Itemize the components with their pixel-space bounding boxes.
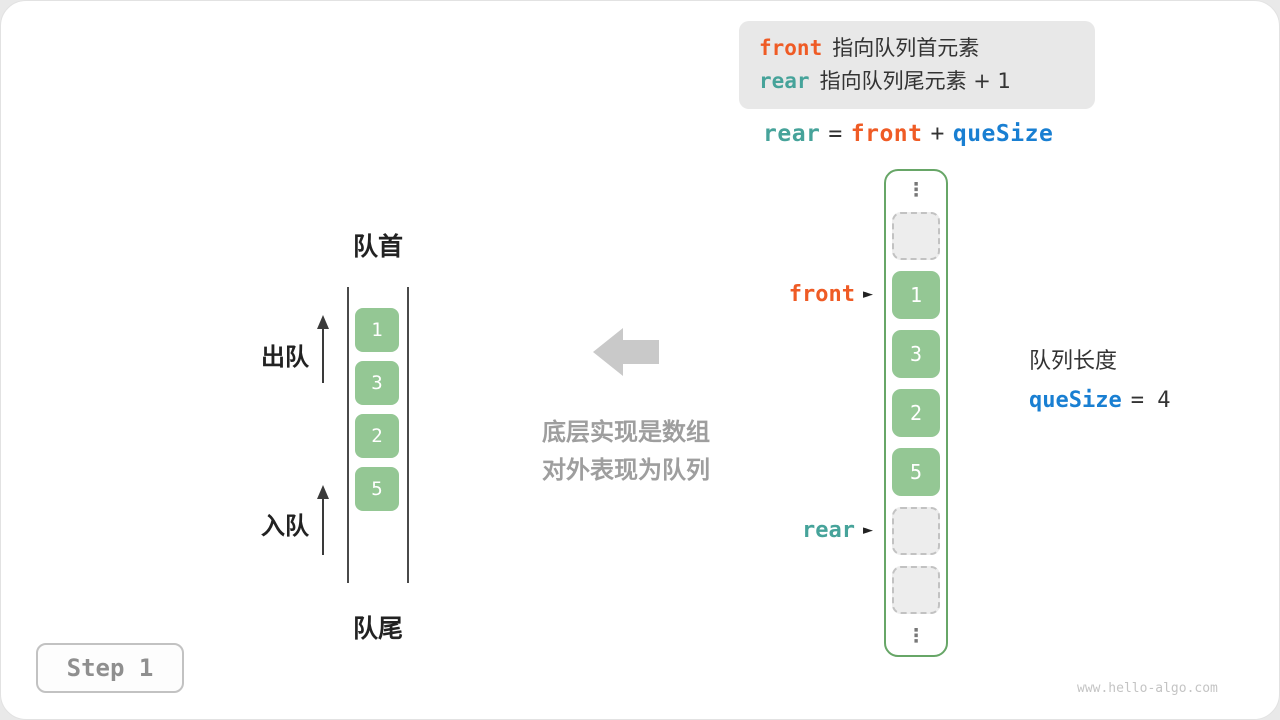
array-cell-empty bbox=[892, 566, 940, 614]
quesize-keyword: queSize bbox=[1029, 388, 1122, 413]
legend-front-text: 指向队列首元素 bbox=[832, 36, 980, 60]
enqueue-label: 入队 bbox=[261, 512, 309, 540]
right-arrowhead-icon: ► bbox=[863, 287, 873, 302]
queue-left-wall bbox=[347, 287, 349, 583]
array-cell-value: 5 bbox=[892, 448, 940, 496]
queue-cell-value: 5 bbox=[355, 467, 399, 511]
dequeue-up-arrow-icon bbox=[317, 315, 329, 383]
legend-line-rear: rear 指向队列尾元素 + 1 bbox=[759, 65, 1075, 98]
formula-equals: = bbox=[828, 121, 843, 147]
queue-front-label: 队首 bbox=[352, 232, 403, 261]
queue-cell-value: 3 bbox=[355, 361, 399, 405]
formula: rear = front + queSize bbox=[763, 121, 1053, 147]
enqueue-up-arrow-icon bbox=[317, 485, 329, 555]
step-label: Step 1 bbox=[66, 654, 154, 682]
queue-cells: 1 3 2 5 bbox=[355, 308, 399, 511]
legend-rear-text: 指向队列尾元素 + 1 bbox=[819, 69, 1011, 93]
formula-plus: + bbox=[930, 121, 945, 147]
array-cell-value: 3 bbox=[892, 330, 940, 378]
dequeue-label: 出队 bbox=[261, 343, 309, 371]
quesize-line: queSize = 4 bbox=[1029, 388, 1170, 413]
legend-box: front 指向队列首元素 rear 指向队列尾元素 + 1 bbox=[739, 21, 1095, 109]
watermark: www.hello-algo.com bbox=[1077, 681, 1218, 696]
queue-right-wall bbox=[407, 287, 409, 583]
array-cell-empty bbox=[892, 507, 940, 555]
formula-quesize: queSize bbox=[952, 121, 1054, 147]
rear-pointer-label: rear bbox=[802, 518, 855, 543]
ellipsis-bottom: ⋮ bbox=[906, 625, 926, 647]
step-badge: Step 1 bbox=[36, 643, 184, 693]
queue-length-label: 队列长度 bbox=[1029, 349, 1118, 374]
front-pointer-label: front bbox=[788, 282, 855, 307]
ellipsis-top: ⋮ bbox=[906, 179, 926, 201]
left-block-arrow-icon bbox=[593, 328, 659, 376]
right-arrowhead-icon: ► bbox=[863, 523, 873, 538]
quesize-value: = 4 bbox=[1130, 388, 1171, 413]
middle-caption: 底层实现是数组 对外表现为队列 bbox=[491, 413, 761, 489]
legend-line-front: front 指向队列首元素 bbox=[759, 32, 1075, 65]
front-pointer: front ► bbox=[701, 281, 873, 309]
array-cell-value: 2 bbox=[892, 389, 940, 437]
queue-cell-value: 1 bbox=[355, 308, 399, 352]
rear-keyword: rear bbox=[759, 69, 810, 93]
formula-rear: rear bbox=[763, 121, 821, 147]
array-cell-value: 1 bbox=[892, 271, 940, 319]
rear-pointer: rear ► bbox=[701, 517, 873, 545]
caption-line2: 对外表现为队列 bbox=[542, 456, 710, 484]
queue-length-info: 队列长度 queSize = 4 bbox=[1029, 343, 1170, 413]
queue-cell-value: 2 bbox=[355, 414, 399, 458]
array-cell-empty bbox=[892, 212, 940, 260]
caption-line1: 底层实现是数组 bbox=[542, 418, 710, 446]
queue-rear-label: 队尾 bbox=[352, 614, 403, 643]
front-keyword: front bbox=[759, 36, 823, 60]
formula-front: front bbox=[850, 121, 923, 147]
array-container: ⋮ 1 3 2 5 ⋮ bbox=[884, 169, 948, 657]
